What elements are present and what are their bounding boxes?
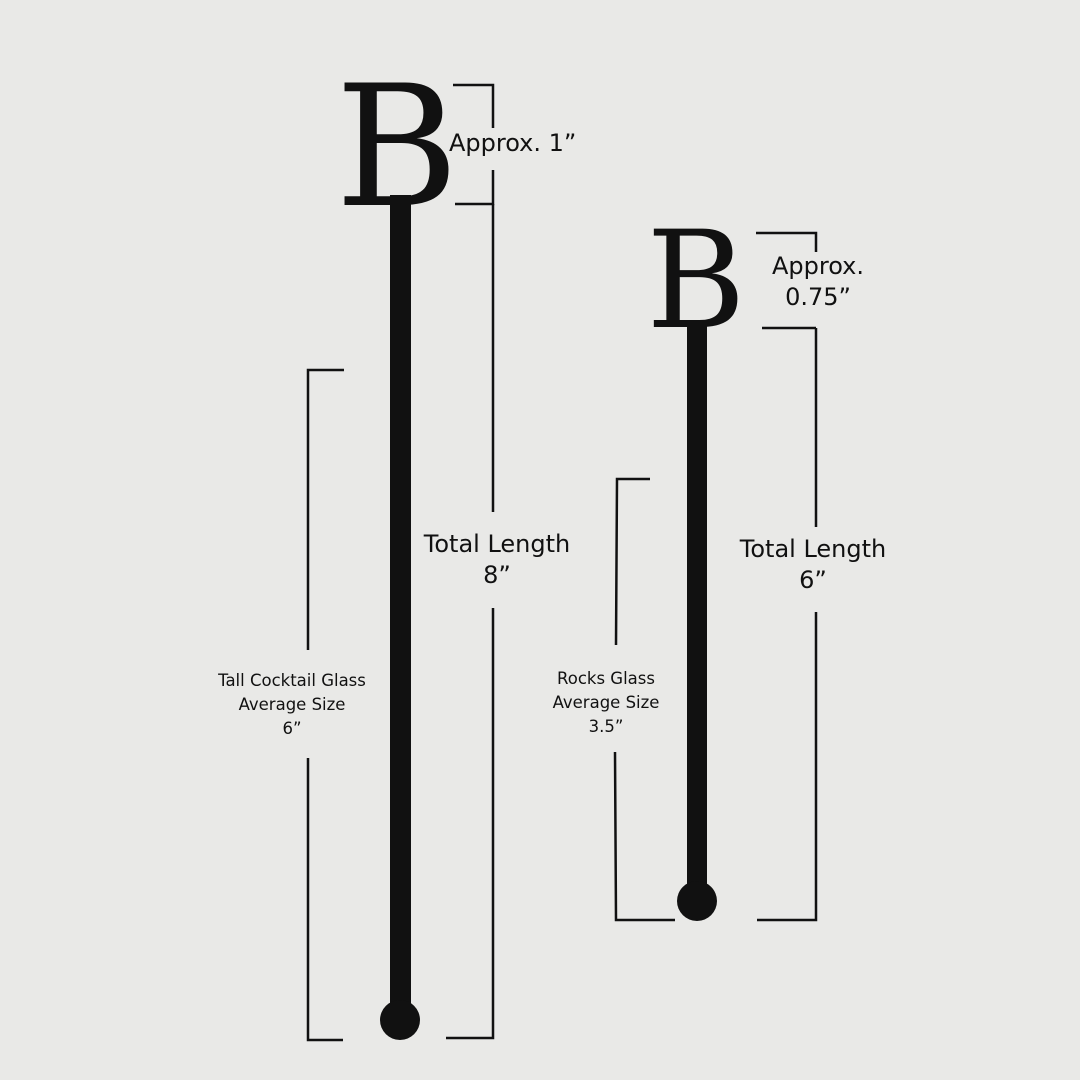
rocks-glass-label: Rocks Glass Average Size 3.5” (536, 667, 676, 739)
small-total-length-bracket (757, 328, 818, 922)
large-total-length-label: Total Length 8” (406, 529, 588, 591)
tall-glass-label: Tall Cocktail Glass Average Size 6” (196, 669, 388, 741)
rocks-glass-size-value: 3.5” (588, 716, 624, 736)
tall-glass-size-caption: Average Size (238, 694, 346, 714)
large-total-length-title: Total Length (423, 530, 571, 558)
rocks-glass-bracket (613, 477, 675, 922)
small-stirrer-stick (687, 320, 707, 895)
large-stirrer-ball (380, 1000, 420, 1040)
small-letter-size-label: Approx. 0.75” (757, 251, 879, 313)
rocks-glass-size-caption: Average Size (552, 692, 660, 712)
small-letter-size-caption: Approx. (771, 252, 864, 280)
small-stirrer: B (646, 202, 746, 921)
small-total-length-title: Total Length (739, 535, 887, 563)
large-stirrer: B (335, 49, 459, 1040)
small-stirrer-ball (677, 881, 717, 921)
large-letter-size-label: Approx. 1” (449, 128, 576, 159)
tall-glass-size-value: 6” (282, 718, 302, 738)
tall-glass-bracket (306, 368, 344, 1042)
small-total-length-value: 6” (799, 566, 827, 595)
large-stirrer-stick (390, 195, 411, 1015)
small-letter-size-bracket (756, 231, 818, 330)
large-letter-size-text: Approx. 1” (449, 129, 577, 157)
tall-glass-name: Tall Cocktail Glass (218, 671, 366, 690)
large-total-length-value: 8” (483, 561, 511, 590)
large-total-length-bracket (446, 204, 495, 1040)
small-letter-size-value: 0.75” (785, 283, 851, 312)
rocks-glass-name: Rocks Glass (557, 669, 655, 688)
small-total-length-label: Total Length 6” (722, 534, 904, 596)
